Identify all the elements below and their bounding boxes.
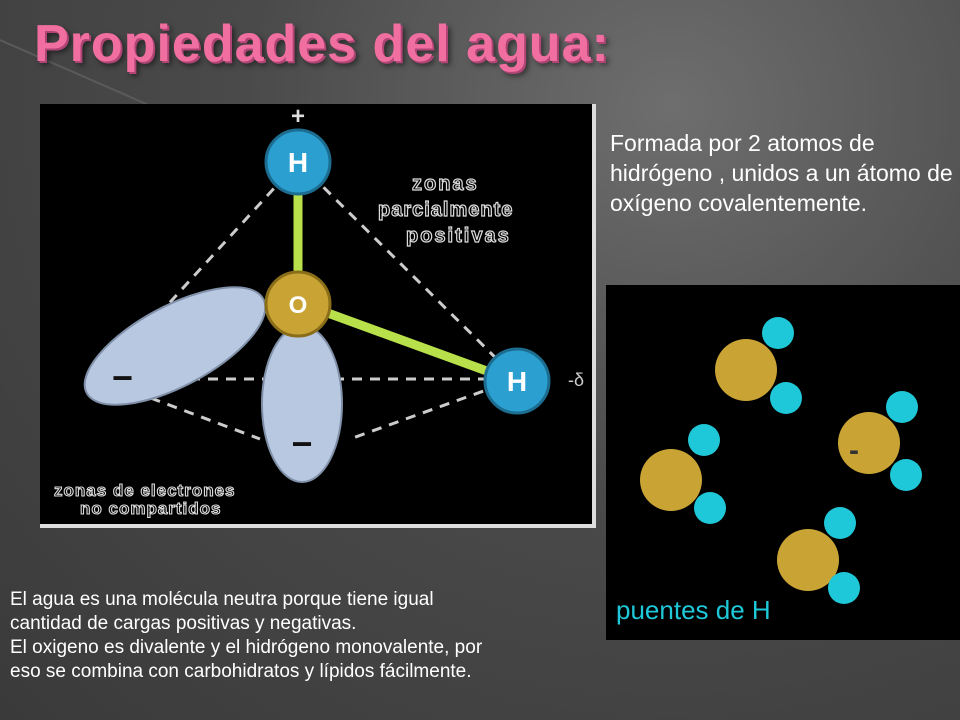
hydrogen-atom-4b: [828, 572, 860, 604]
minus-left: −: [112, 357, 133, 398]
hydrogen-label-right: H: [507, 366, 527, 397]
water-molecule-svg: + H O H -δ − − zonas parcialmente positi…: [53, 103, 584, 519]
hydrogen-atom-2a: [886, 391, 918, 423]
hydrogen-bonds-diagram: - puentes de H: [606, 285, 960, 640]
positive-zone-label-3: positivas: [406, 225, 511, 247]
oxygen-label: O: [289, 292, 308, 319]
oxygen-atom-4: [777, 529, 839, 591]
hydrogen-atom-top: [264, 128, 332, 196]
electron-zone-label-1: zonas de electrones: [54, 481, 236, 500]
hydrogen-bonds-label: puentes de H: [616, 595, 771, 625]
formation-description: Formada por 2 atomos de hidrógeno , unid…: [610, 130, 953, 216]
bottom-text-line-3: El oxigeno es divalente y el hidrógeno m…: [10, 637, 483, 658]
minus-bottom: −: [291, 423, 312, 464]
oxygen-atom-1: [715, 339, 777, 401]
bond-right: [323, 307, 497, 379]
oxygen-atom-2: [838, 412, 900, 474]
neutrality-description: El agua es una molécula neutra porque ti…: [10, 588, 700, 684]
oxygen-atom: [264, 270, 332, 338]
hydrogen-label-top: H: [288, 147, 308, 178]
water-molecule-diagram: + H O H -δ − − zonas parcialmente positi…: [40, 103, 596, 528]
hydrogen-atom-3b: [694, 492, 726, 524]
positive-zone-label-1: zonas: [412, 173, 479, 195]
hydrogen-atom-1a: [762, 317, 794, 349]
electron-zone-label-2: no compartidos: [80, 499, 222, 518]
hydrogen-atom-3a: [688, 424, 720, 456]
plus-sign: +: [291, 104, 305, 130]
hydrogen-atom-right: [483, 347, 551, 415]
bottom-text-line-4: eso se combina con carbohidratos y lípid…: [10, 661, 472, 682]
bottom-text-line-1: El agua es una molécula neutra porque ti…: [10, 589, 434, 610]
lone-pair-lobe-left: [83, 286, 267, 406]
hydrogen-atom-4a: [824, 507, 856, 539]
positive-zone-label-2: parcialmente: [378, 199, 513, 221]
hydrogen-atom-1b: [770, 382, 802, 414]
hydrogen-atom-2b: [890, 459, 922, 491]
partial-charge-mark: -δ: [568, 370, 584, 390]
page-title: Propiedades del agua:: [34, 15, 610, 73]
minus-sign: -: [849, 434, 859, 467]
hydrogen-bonds-svg: - puentes de H: [616, 317, 922, 625]
bottom-text-line-2: cantidad de cargas positivas y negativas…: [10, 613, 357, 634]
oxygen-atom-3: [640, 449, 702, 511]
